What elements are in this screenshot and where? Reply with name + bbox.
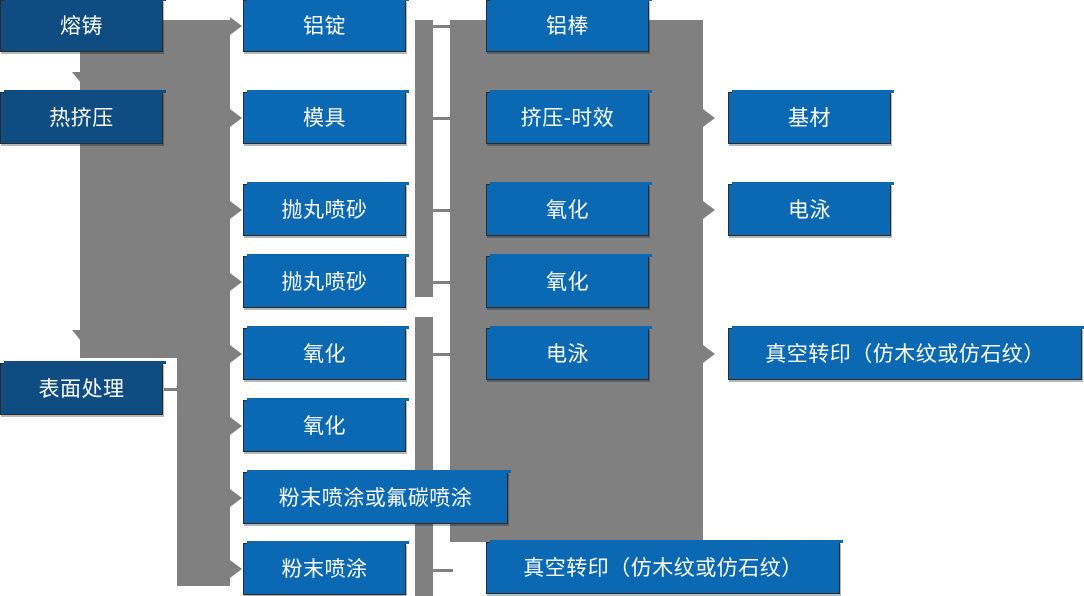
node-proc-7[interactable]: 粉末喷涂或氟碳喷涂 (243, 470, 511, 524)
node-highlight (490, 90, 652, 93)
node-label: 热挤压 (49, 106, 114, 130)
node-highlight (490, 0, 652, 1)
node-out-2[interactable]: 电泳 (728, 182, 894, 236)
connector-trunk-left-lower (177, 358, 230, 586)
arrow-right-to-proc-7 (230, 489, 242, 507)
node-label: 粉末喷涂或氟碳喷涂 (278, 486, 473, 510)
node-stage-2[interactable]: 热挤压 (0, 90, 166, 144)
node-proc-3[interactable]: 抛丸喷砂 (243, 182, 409, 236)
connector-stub-row-4 (433, 281, 453, 284)
node-highlight (4, 90, 166, 93)
node-label: 铝锭 (303, 14, 346, 38)
node-label: 氧化 (303, 342, 346, 366)
node-highlight (732, 90, 894, 93)
node-proc-5[interactable]: 氧化 (243, 326, 409, 380)
connector-stub-row-1 (433, 25, 453, 28)
connector-trunk-left-upper (80, 20, 230, 358)
node-highlight (247, 326, 409, 329)
node-treat-3[interactable]: 氧化 (486, 182, 652, 236)
node-label: 氧化 (546, 270, 589, 294)
node-label: 抛丸喷砂 (281, 198, 368, 222)
arrow-right-to-proc-3 (230, 201, 242, 219)
node-treat-5[interactable]: 电泳 (486, 326, 652, 380)
connector-stub-row-2 (433, 117, 453, 120)
node-proc-4[interactable]: 抛丸喷砂 (243, 254, 409, 308)
node-label: 粉末喷涂 (281, 557, 368, 581)
arrow-right-to-proc-4 (230, 273, 242, 291)
arrow-right-to-proc-8 (230, 560, 242, 578)
arrow-right-to-proc-6 (230, 417, 242, 435)
node-highlight (247, 0, 409, 1)
node-treat-4[interactable]: 氧化 (486, 254, 652, 308)
node-out-3[interactable]: 真空转印（仿木纹或仿石纹） (728, 326, 1084, 380)
node-highlight (247, 541, 409, 544)
node-highlight (490, 326, 652, 329)
node-label: 氧化 (546, 198, 589, 222)
node-label: 模具 (303, 106, 346, 130)
connector-stub-row-5 (433, 353, 453, 356)
arrow-right-to-out-3 (703, 345, 715, 363)
node-label: 熔铸 (60, 14, 103, 38)
node-highlight (247, 254, 409, 257)
arrow-down-melting-to-extrusion (72, 72, 90, 83)
node-stage-3[interactable]: 表面处理 (0, 361, 166, 415)
node-highlight (247, 90, 409, 93)
arrow-right-to-out-1 (703, 109, 715, 127)
node-highlight (490, 254, 652, 257)
node-label: 真空转印（仿木纹或仿石纹） (523, 556, 803, 580)
arrow-right-to-out-2 (703, 201, 715, 219)
node-treat-2[interactable]: 挤压-时效 (486, 90, 652, 144)
node-label: 铝棒 (546, 14, 589, 38)
node-proc-1[interactable]: 铝锭 (243, 0, 409, 52)
node-proc-8[interactable]: 粉末喷涂 (243, 541, 409, 595)
arrow-right-to-proc-1 (230, 17, 242, 35)
node-highlight (4, 0, 166, 1)
connector-stub-row-6 (433, 569, 453, 572)
node-label: 真空转印（仿木纹或仿石纹） (765, 342, 1045, 366)
connector-spine-upper (415, 20, 433, 297)
connector-spine-lower (415, 317, 433, 596)
node-highlight (4, 361, 166, 364)
node-treat-6[interactable]: 真空转印（仿木纹或仿石纹） (486, 540, 843, 594)
node-highlight (732, 326, 1084, 329)
node-highlight (247, 470, 511, 473)
node-highlight (490, 182, 652, 185)
node-treat-1[interactable]: 铝棒 (486, 0, 652, 52)
node-label: 电泳 (788, 198, 831, 222)
connector-stub-row-3 (433, 209, 453, 212)
connector-stub-surface-treatment (164, 388, 186, 391)
arrow-right-to-proc-5 (230, 345, 242, 363)
node-label: 氧化 (303, 414, 346, 438)
node-label: 基材 (788, 106, 831, 130)
node-out-1[interactable]: 基材 (728, 90, 894, 144)
node-highlight (732, 182, 894, 185)
arrow-right-to-proc-2 (230, 109, 242, 127)
node-highlight (247, 182, 409, 185)
node-label: 挤压-时效 (520, 106, 615, 130)
node-highlight (490, 540, 843, 543)
node-label: 表面处理 (38, 377, 125, 401)
node-highlight (247, 398, 409, 401)
node-proc-2[interactable]: 模具 (243, 90, 409, 144)
node-label: 抛丸喷砂 (281, 270, 368, 294)
node-proc-6[interactable]: 氧化 (243, 398, 409, 452)
arrow-down-extrusion-to-surface (72, 330, 90, 341)
node-stage-1[interactable]: 熔铸 (0, 0, 166, 52)
node-label: 电泳 (546, 342, 589, 366)
